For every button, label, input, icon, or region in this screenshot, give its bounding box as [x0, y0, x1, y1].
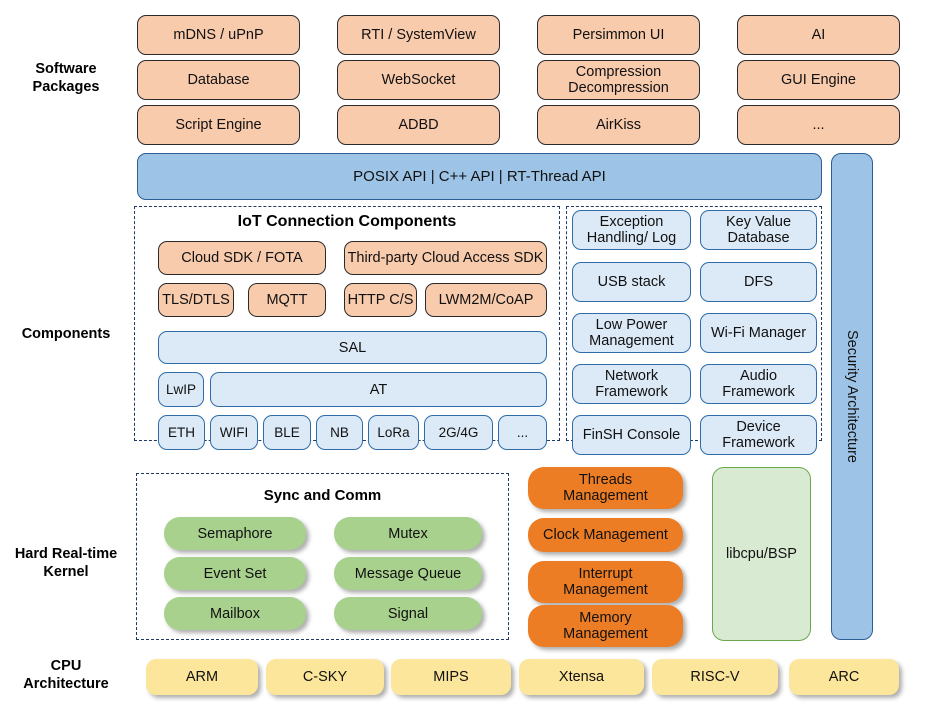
iot-protocol-box[interactable]: TLS/DTLS [158, 283, 234, 317]
component-box[interactable]: Low Power Management [572, 313, 691, 353]
iot-link-box[interactable]: BLE [263, 415, 311, 450]
software-package-box[interactable]: WebSocket [337, 60, 500, 100]
iot-at-box[interactable]: AT [210, 372, 547, 407]
sync-comm-group [136, 473, 509, 640]
iot-link-box[interactable]: LoRa [368, 415, 419, 450]
cpu-arch-box[interactable]: Xtensa [519, 659, 644, 695]
iot-sal-box[interactable]: SAL [158, 331, 547, 364]
software-package-box[interactable]: RTI / SystemView [337, 15, 500, 55]
cpu-arch-box[interactable]: MIPS [391, 659, 511, 695]
kernel-management-box[interactable]: Interrupt Management [528, 561, 683, 603]
iot-protocol-box[interactable]: HTTP C/S [344, 283, 417, 317]
software-package-box[interactable]: AI [737, 15, 900, 55]
cpu-arch-box[interactable]: RISC-V [652, 659, 778, 695]
software-package-box[interactable]: AirKiss [537, 105, 700, 145]
sync-comm-box[interactable]: Signal [334, 597, 482, 630]
row-label-components: Components [21, 326, 111, 342]
security-architecture-box[interactable]: Security Architecture [831, 153, 873, 640]
sync-comm-box[interactable]: Event Set [164, 557, 306, 590]
component-box[interactable]: Wi-Fi Manager [700, 313, 817, 353]
row-label-kernel: Hard Real-time Kernel [14, 546, 118, 580]
iot-group-title: IoT Connection Components [237, 213, 457, 230]
sync-comm-box[interactable]: Mailbox [164, 597, 306, 630]
row-label-software-packages: Software Packages [32, 61, 100, 95]
iot-cloud-box[interactable]: Cloud SDK / FOTA [158, 241, 326, 275]
kernel-management-box[interactable]: Memory Management [528, 605, 683, 647]
cpu-arch-box[interactable]: C-SKY [266, 659, 384, 695]
kernel-management-box[interactable]: Clock Management [528, 518, 683, 552]
component-box[interactable]: FinSH Console [572, 415, 691, 455]
software-package-box[interactable]: GUI Engine [737, 60, 900, 100]
kernel-management-box[interactable]: Threads Management [528, 467, 683, 509]
iot-link-box[interactable]: WIFI [210, 415, 258, 450]
component-box[interactable]: USB stack [572, 262, 691, 302]
iot-link-box[interactable]: ... [498, 415, 547, 450]
software-package-box[interactable]: mDNS / uPnP [137, 15, 300, 55]
libcpu-bsp-box[interactable]: libcpu/BSP [712, 467, 811, 641]
iot-link-box[interactable]: 2G/4G [424, 415, 493, 450]
components-right-group [566, 206, 822, 441]
component-box[interactable]: Device Framework [700, 415, 817, 455]
component-box[interactable]: DFS [700, 262, 817, 302]
software-package-box[interactable]: ADBD [337, 105, 500, 145]
cpu-arch-box[interactable]: ARM [146, 659, 258, 695]
software-package-box[interactable]: Database [137, 60, 300, 100]
sync-comm-title: Sync and Comm [263, 487, 382, 504]
component-box[interactable]: Exception Handling/ Log [572, 210, 691, 250]
security-architecture-label: Security Architecture [844, 330, 860, 463]
software-package-box[interactable]: Compression Decompression [537, 60, 700, 100]
iot-lwip-box[interactable]: LwIP [158, 372, 204, 407]
component-box[interactable]: Key Value Database [700, 210, 817, 250]
component-box[interactable]: Network Framework [572, 364, 691, 404]
component-box[interactable]: Audio Framework [700, 364, 817, 404]
row-label-cpu: CPU Architecture [23, 658, 109, 692]
iot-cloud-box[interactable]: Third-party Cloud Access SDK [344, 241, 547, 275]
api-bar[interactable]: POSIX API | C++ API | RT-Thread API [137, 153, 822, 200]
software-package-box[interactable]: Script Engine [137, 105, 300, 145]
sync-comm-box[interactable]: Message Queue [334, 557, 482, 590]
software-package-box[interactable]: ... [737, 105, 900, 145]
iot-link-box[interactable]: ETH [158, 415, 205, 450]
iot-protocol-box[interactable]: MQTT [248, 283, 326, 317]
software-package-box[interactable]: Persimmon UI [537, 15, 700, 55]
sync-comm-box[interactable]: Mutex [334, 517, 482, 550]
iot-protocol-box[interactable]: LWM2M/CoAP [425, 283, 547, 317]
iot-link-box[interactable]: NB [316, 415, 363, 450]
sync-comm-box[interactable]: Semaphore [164, 517, 306, 550]
cpu-arch-box[interactable]: ARC [789, 659, 899, 695]
